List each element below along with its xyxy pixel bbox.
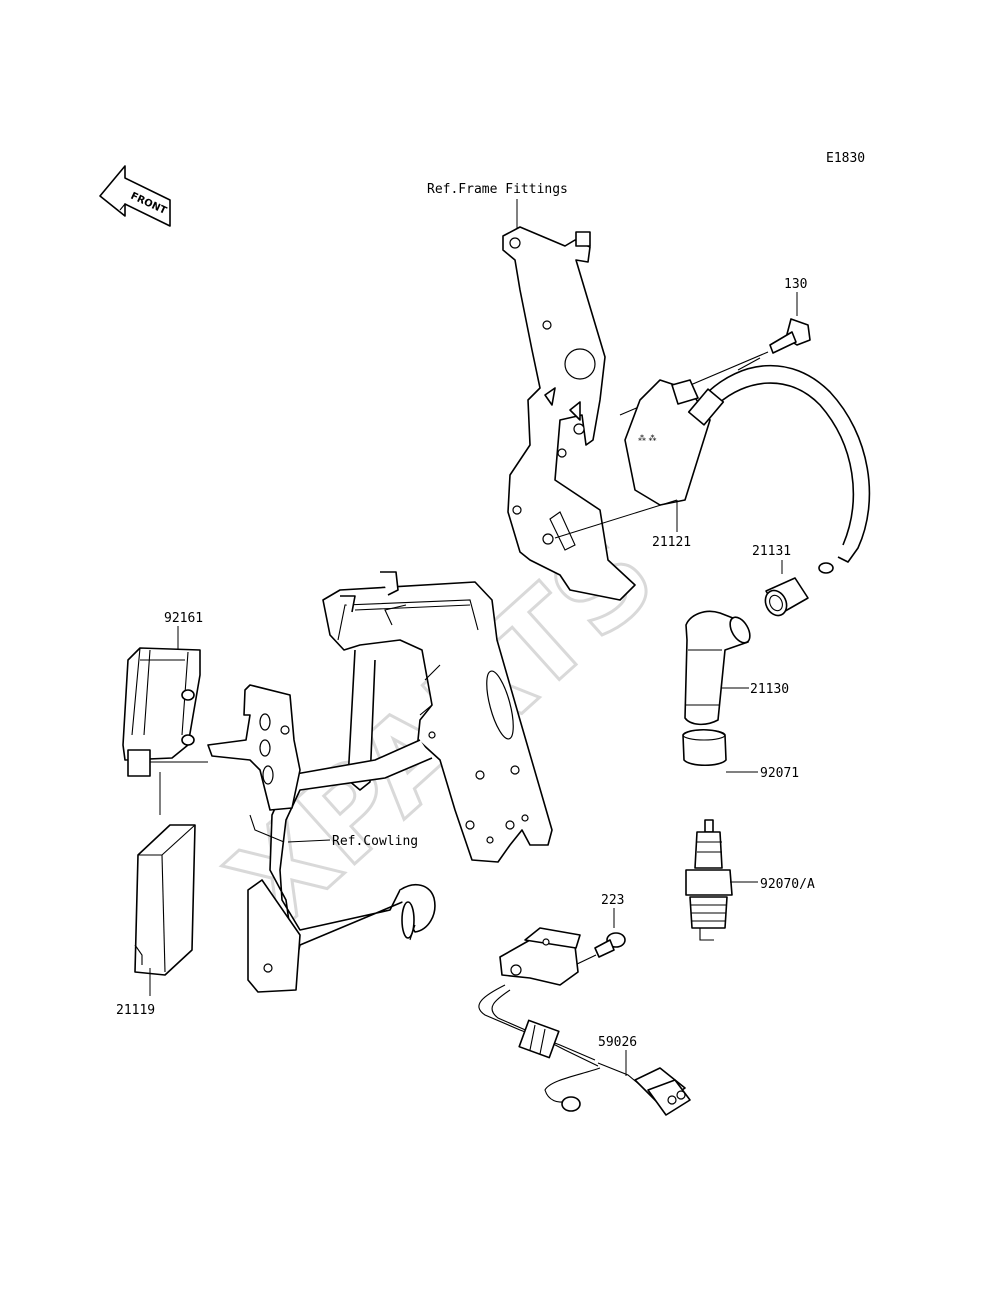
part-label-21119: 21119 xyxy=(116,1003,155,1018)
plug-cap-21130 xyxy=(684,610,751,726)
ref-cowling-label: Ref.Cowling xyxy=(332,834,418,849)
front-arrow-icon: FRONT xyxy=(99,165,171,227)
part-label-21131: 21131 xyxy=(752,544,791,559)
ignition-coil: ⁂ ⁂ xyxy=(624,364,871,574)
pickup-coil-59026 xyxy=(478,927,691,1116)
frame-assembly xyxy=(247,571,553,993)
part-label-59026: 59026 xyxy=(598,1035,637,1050)
part-label-92070: 92070/A xyxy=(760,877,815,892)
diagram-code: E1830 xyxy=(826,151,865,166)
ecu-bracket xyxy=(207,684,301,843)
ignition-coil-bracket xyxy=(502,226,636,601)
part-label-223: 223 xyxy=(601,893,624,908)
part-label-130: 130 xyxy=(784,277,807,292)
part-label-21130: 21130 xyxy=(750,682,789,697)
ref-frame-fittings-label: Ref.Frame Fittings xyxy=(427,182,568,197)
cap-92071 xyxy=(682,728,727,767)
svg-text:⁂ ⁂: ⁂ ⁂ xyxy=(638,433,657,443)
part-label-92071: 92071 xyxy=(760,766,799,781)
ecu-holder-92161 xyxy=(122,647,208,777)
igniter-unit-21119 xyxy=(134,824,196,976)
screw-223 xyxy=(574,932,626,966)
part-label-92161: 92161 xyxy=(164,611,203,626)
spark-plug xyxy=(685,819,733,941)
plug-cap-seal-21131 xyxy=(764,577,809,617)
part-label-21121: 21121 xyxy=(652,535,691,550)
